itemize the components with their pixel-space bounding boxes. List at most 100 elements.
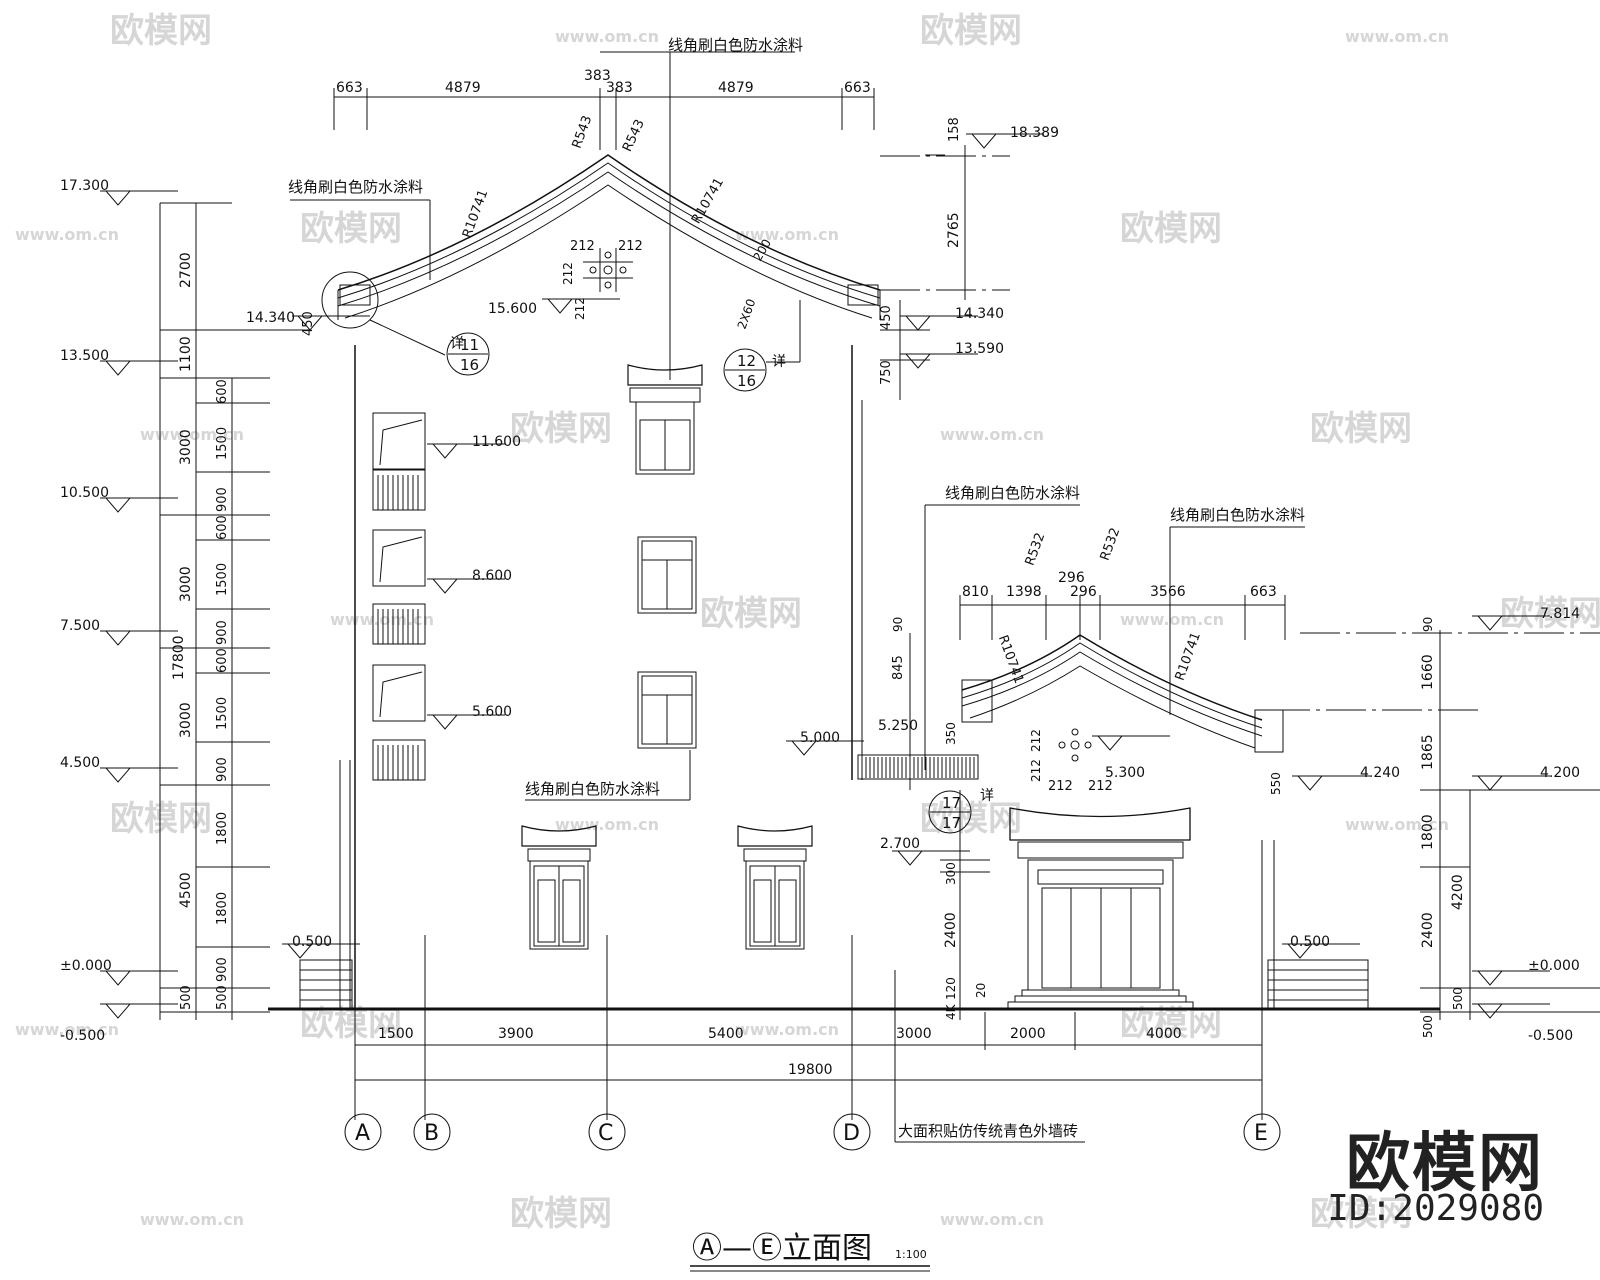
watermark-text: 欧模网	[1120, 1004, 1222, 1044]
dim-900-d: 900	[215, 957, 230, 982]
radius-r532-left: R532	[1023, 531, 1049, 568]
dim-212-small-a: 212	[1029, 729, 1043, 752]
radius-r543-right: R543	[620, 117, 648, 154]
level-minus-500-left: -0.500	[60, 1028, 105, 1044]
drawing-scale: 1:100	[895, 1248, 927, 1261]
level-triangle	[104, 767, 132, 783]
level-triangle	[431, 714, 459, 730]
level-5000: 5.000	[800, 730, 840, 746]
dim-top-663-right: 663	[844, 80, 871, 96]
level-triangle	[904, 353, 932, 369]
level-triangle	[904, 315, 932, 331]
watermark-text: 欧模网	[1310, 409, 1412, 449]
dim-500-right: 500	[1451, 987, 1465, 1010]
dim-90-left: 90	[891, 617, 905, 632]
watermark-site: www.om.cn	[1120, 610, 1224, 629]
watermark-site: www.om.cn	[555, 815, 659, 834]
dim-500-left-inner: 500	[215, 985, 230, 1010]
level-triangle	[431, 578, 459, 594]
watermark-text: 欧模网	[110, 11, 212, 51]
dim-1800-right: 1800	[1420, 814, 1436, 850]
watermark-site: www.om.cn	[15, 225, 119, 244]
level-triangle	[1476, 775, 1504, 791]
radius-r10741-small-right: R10741	[1173, 630, 1204, 682]
level-triangle	[1296, 775, 1324, 791]
level-13500: 13.500	[60, 348, 109, 364]
level-0500-left: 0.500	[292, 934, 332, 950]
dim-4200: 4200	[1450, 874, 1466, 910]
level-7500: 7.500	[60, 618, 100, 634]
watermark-site: www.om.cn	[940, 1210, 1044, 1229]
dim-900-c: 900	[215, 757, 230, 782]
dim-2400-left: 2400	[943, 912, 959, 948]
level-2700: 2.700	[880, 836, 920, 852]
watermark-text: 欧模网	[1500, 594, 1600, 634]
watermark-text: 欧模网	[510, 1194, 612, 1234]
level-17300: 17.300	[60, 178, 109, 194]
axis-a: A	[355, 1121, 370, 1146]
dim-5400: 5400	[708, 1026, 744, 1042]
detail-ref-1-den: 16	[460, 356, 479, 374]
radius-r10741-left: R10741	[460, 188, 491, 240]
detail-ref-2-tag: 详	[772, 354, 786, 370]
watermark-site: www.om.cn	[1345, 27, 1449, 46]
level-4200: 4.200	[1540, 765, 1580, 781]
level-triangle	[431, 443, 459, 459]
watermark-site: www.om.cn	[140, 425, 244, 444]
dim-296-b: 296	[1070, 584, 1097, 600]
note-right-roof: 线角刷白色防水涂料	[1170, 506, 1305, 524]
dim-3000-c: 3000	[178, 702, 194, 738]
dim-212-small-d: 212	[1088, 779, 1113, 794]
detail-ref-1-num: 11	[460, 336, 479, 354]
dim-450-right: 450	[879, 305, 894, 330]
dim-900-a: 900	[215, 487, 230, 512]
level-5600: 5.600	[472, 704, 512, 720]
dim-810: 810	[962, 584, 989, 600]
dim-212-a: 212	[570, 239, 595, 254]
dim-4500: 4500	[178, 872, 194, 908]
level-0500-right: 0.500	[1290, 934, 1330, 950]
dim-1865: 1865	[1420, 734, 1436, 770]
dim-2x60: 2X60	[735, 297, 759, 331]
watermark-text: 欧模网	[1120, 209, 1222, 249]
grid-axes: A B C D E	[344, 1113, 1281, 1151]
main-building	[299, 345, 863, 1010]
watermark-layer: 欧模网欧模网欧模网欧模网欧模网欧模网欧模网欧模网欧模网欧模网欧模网欧模网欧模网欧…	[15, 11, 1600, 1234]
dim-17800: 17800	[171, 635, 187, 680]
level-7814: 7.814	[1540, 606, 1580, 622]
radius-r543-left: R543	[570, 114, 596, 151]
drawing-title: Ⓐ—Ⓔ立面图	[692, 1231, 872, 1266]
level-markers	[100, 133, 1550, 1019]
main-roof	[337, 154, 881, 320]
watermark-text: 欧模网	[920, 11, 1022, 51]
dim-top-383-a: 383	[584, 68, 611, 84]
dim-90-right: 90	[1421, 617, 1435, 632]
dim-350: 350	[944, 722, 958, 745]
dim-2765: 2765	[946, 212, 962, 248]
detail-references: 11 16 详 12 16 详 17 17 详	[321, 271, 994, 834]
dim-212-small-c: 212	[1048, 779, 1073, 794]
level-triangle	[1476, 970, 1504, 986]
level-14340-right: 14.340	[955, 306, 1004, 322]
dim-1800-b: 1800	[215, 892, 230, 925]
detail-ref-2-den: 16	[737, 372, 756, 390]
dimension-lines	[159, 51, 1600, 1272]
level-8600: 8.600	[472, 568, 512, 584]
axis-b: B	[424, 1121, 439, 1146]
level-triangle	[1096, 735, 1124, 751]
dim-3900: 3900	[498, 1026, 534, 1042]
dim-600-b: 600	[215, 515, 230, 540]
dim-1500-a: 1500	[215, 427, 230, 460]
dim-3000-b: 3000	[178, 566, 194, 602]
level-0000-left: ±0.000	[60, 958, 112, 974]
level-10500: 10.500	[60, 485, 109, 501]
watermark-text: 欧模网	[920, 799, 1022, 839]
dim-750: 750	[879, 360, 894, 385]
dim-900-b: 900	[215, 620, 230, 645]
note-top-center: 线角刷白色防水涂料	[668, 36, 803, 54]
dim-3000-a: 3000	[178, 429, 194, 465]
watermark-site: www.om.cn	[940, 425, 1044, 444]
dim-20: 20	[974, 983, 988, 998]
dim-212-b: 212	[618, 239, 643, 254]
watermark-text: 欧模网	[300, 209, 402, 249]
